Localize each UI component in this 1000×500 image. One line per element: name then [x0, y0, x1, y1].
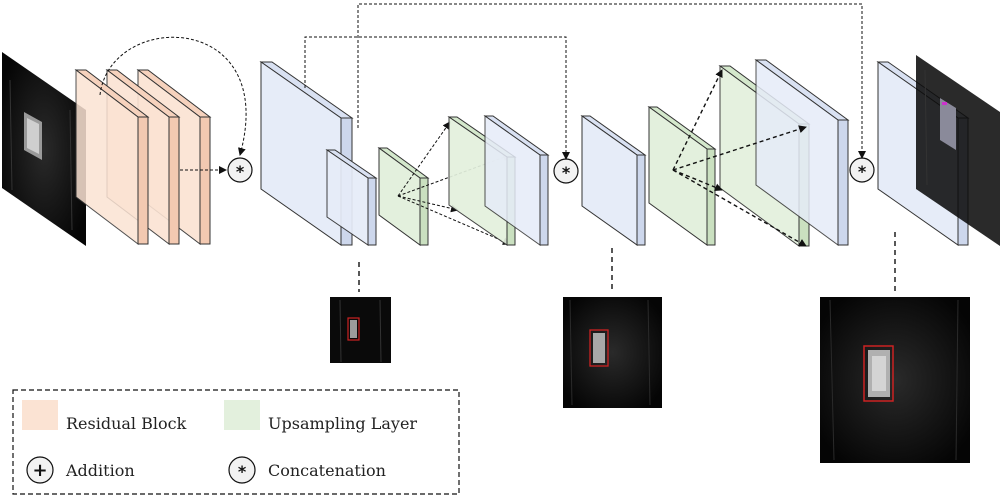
legend-addition-symbol: [26, 456, 54, 484]
legend-concatenation-symbol: [228, 456, 256, 484]
concatenation-node-1: *: [227, 157, 253, 183]
legend-concatenation-label: Concatenation: [268, 461, 386, 480]
output-image: [916, 55, 1000, 246]
legend-upsampling-swatch: [224, 400, 260, 430]
concatenation-node-3: *: [849, 157, 875, 183]
legend-addition-label: Addition: [65, 461, 135, 480]
detection-connectors: [358, 232, 896, 292]
conv-block-small-1: [325, 149, 378, 246]
residual-skip-arrow: [99, 36, 247, 156]
detection-image-medium: [563, 297, 662, 408]
conv-block-medium-2: [580, 115, 647, 246]
svg-text:*: *: [858, 162, 867, 181]
residual-block-stack: [74, 68, 212, 246]
concatenation-icon: *: [238, 462, 247, 481]
upsampling-arrows-2: [672, 69, 807, 247]
detection-image-small: [330, 297, 391, 363]
detection-image-large: [820, 297, 970, 463]
conv-block-medium-1: [483, 115, 550, 246]
legend-residual-label: Residual Block: [66, 414, 187, 433]
svg-text:*: *: [562, 163, 571, 182]
bounding-box-medium: [589, 329, 609, 367]
legend: Residual Block Upsampling Layer + Additi…: [12, 389, 460, 495]
legend-border: [12, 389, 460, 495]
svg-text:*: *: [236, 162, 245, 181]
legend-upsampling-label: Upsampling Layer: [268, 414, 417, 433]
input-image: [2, 52, 86, 246]
legend-residual-swatch: [22, 400, 58, 430]
bounding-box-small: [347, 317, 360, 341]
concatenation-node-2: *: [553, 158, 579, 184]
addition-icon: +: [32, 460, 47, 481]
skip-connections: [304, 3, 866, 160]
bounding-box-large: [863, 345, 894, 402]
upsampling-arrows-1: [397, 121, 511, 245]
upsampling-block-small: [377, 147, 430, 246]
conv-block-large-2: [754, 59, 850, 246]
upsampling-block-medium-2: [647, 106, 717, 246]
